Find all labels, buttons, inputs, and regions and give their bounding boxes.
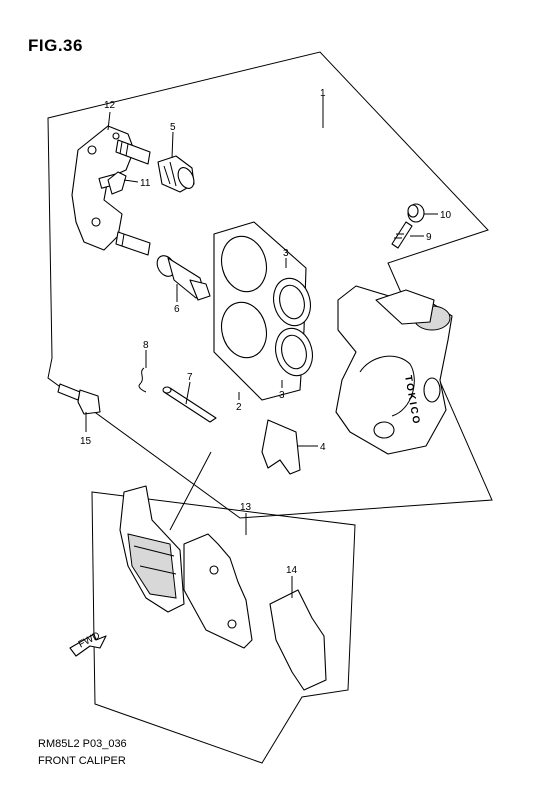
assembly-outline-1 bbox=[47, 51, 493, 519]
brake-pad-inner bbox=[183, 533, 253, 649]
pad-spring-clip bbox=[138, 367, 147, 393]
slide-pin-upper bbox=[115, 139, 151, 165]
bleeder-screw bbox=[391, 221, 413, 249]
pad-pin bbox=[162, 386, 217, 423]
caliper-bracket bbox=[71, 125, 135, 251]
callout-9: 9 bbox=[426, 232, 432, 243]
callout-12: 12 bbox=[104, 100, 116, 111]
callout-15: 15 bbox=[80, 436, 92, 447]
slide-pin-bolt bbox=[156, 255, 211, 301]
callout-11: 11 bbox=[140, 178, 151, 189]
callout-5: 5 bbox=[170, 122, 176, 133]
callout-2: 2 bbox=[236, 402, 242, 413]
pad-spring bbox=[261, 419, 301, 475]
brake-pad-outer bbox=[119, 485, 185, 613]
callout-10: 10 bbox=[440, 210, 452, 221]
diagram-code: RM85L2 P03_036 bbox=[38, 738, 127, 750]
callout-3b: 3 bbox=[279, 390, 285, 401]
forward-arrow-icon: FWD bbox=[69, 630, 107, 657]
assembly-outline-13 bbox=[91, 491, 356, 764]
callout-3a: 3 bbox=[283, 248, 289, 259]
callout-1: 1 bbox=[320, 88, 326, 99]
connector-line bbox=[169, 451, 212, 531]
figure-title: FIG.36 bbox=[28, 36, 83, 55]
pad-shim bbox=[269, 589, 327, 691]
callout-6: 6 bbox=[174, 304, 180, 315]
bleeder-cap bbox=[407, 203, 425, 223]
callout-8: 8 bbox=[143, 340, 149, 351]
leader-lines bbox=[85, 96, 438, 598]
mounting-bolt bbox=[57, 383, 101, 415]
callout-13: 13 bbox=[240, 502, 252, 513]
callout-7: 7 bbox=[187, 372, 193, 383]
caliper-body bbox=[335, 285, 453, 455]
slide-pin-lower bbox=[115, 231, 151, 256]
bracket-clip bbox=[107, 171, 127, 195]
pin-boot bbox=[157, 155, 195, 193]
callout-14: 14 bbox=[286, 565, 298, 576]
callout-4: 4 bbox=[320, 442, 326, 453]
diagram-caption: FRONT CALIPER bbox=[38, 755, 126, 767]
piston-seals bbox=[213, 221, 314, 401]
